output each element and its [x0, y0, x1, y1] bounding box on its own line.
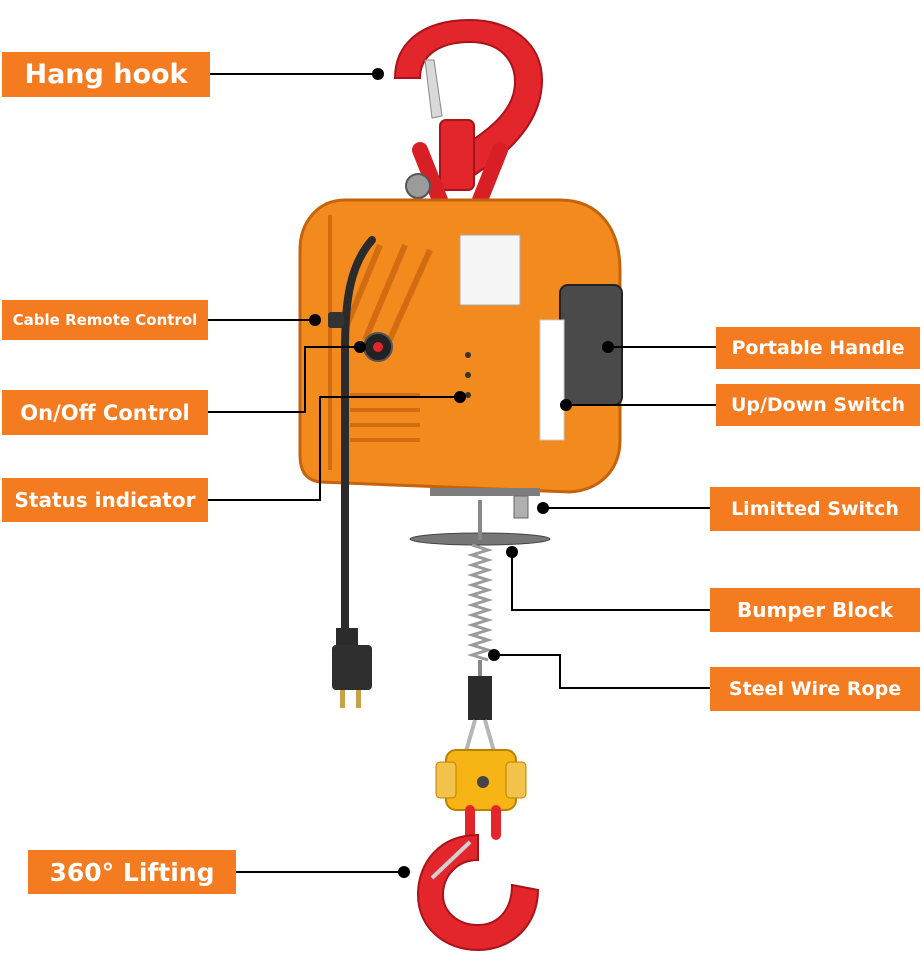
label-on-off-control: On/Off Control: [2, 390, 208, 435]
label-hang-hook: Hang hook: [2, 52, 210, 97]
label-status-indicator: Status indicator: [2, 478, 208, 522]
steel-wire-rope-graphic: [463, 500, 497, 756]
leader-line-bumper-block: [511, 552, 710, 611]
hang-hook-graphic: [393, 18, 544, 208]
leader-line-on-off: [208, 346, 360, 413]
hoist-body-graphic: [298, 198, 623, 496]
leader-line-steel-wire: [494, 654, 710, 689]
label-steel-wire-rope: Steel Wire Rope: [710, 667, 920, 711]
label-up-down-switch: Up/Down Switch: [716, 384, 920, 426]
leader-lines: [208, 73, 716, 873]
limit-switch-graphic: [513, 495, 529, 519]
label-360-lifting: 360° Lifting: [28, 850, 236, 894]
label-cable-remote-control: Cable Remote Control: [2, 300, 208, 340]
label-limited-switch: Limitted Switch: [710, 487, 920, 531]
label-bumper-block: Bumper Block: [710, 588, 920, 632]
leader-dots: [309, 68, 614, 878]
leader-line-status: [208, 396, 460, 501]
label-portable-handle: Portable Handle: [716, 327, 920, 369]
lifting-hook-graphic: [416, 749, 540, 952]
cable-remote-graphic: [328, 236, 376, 708]
